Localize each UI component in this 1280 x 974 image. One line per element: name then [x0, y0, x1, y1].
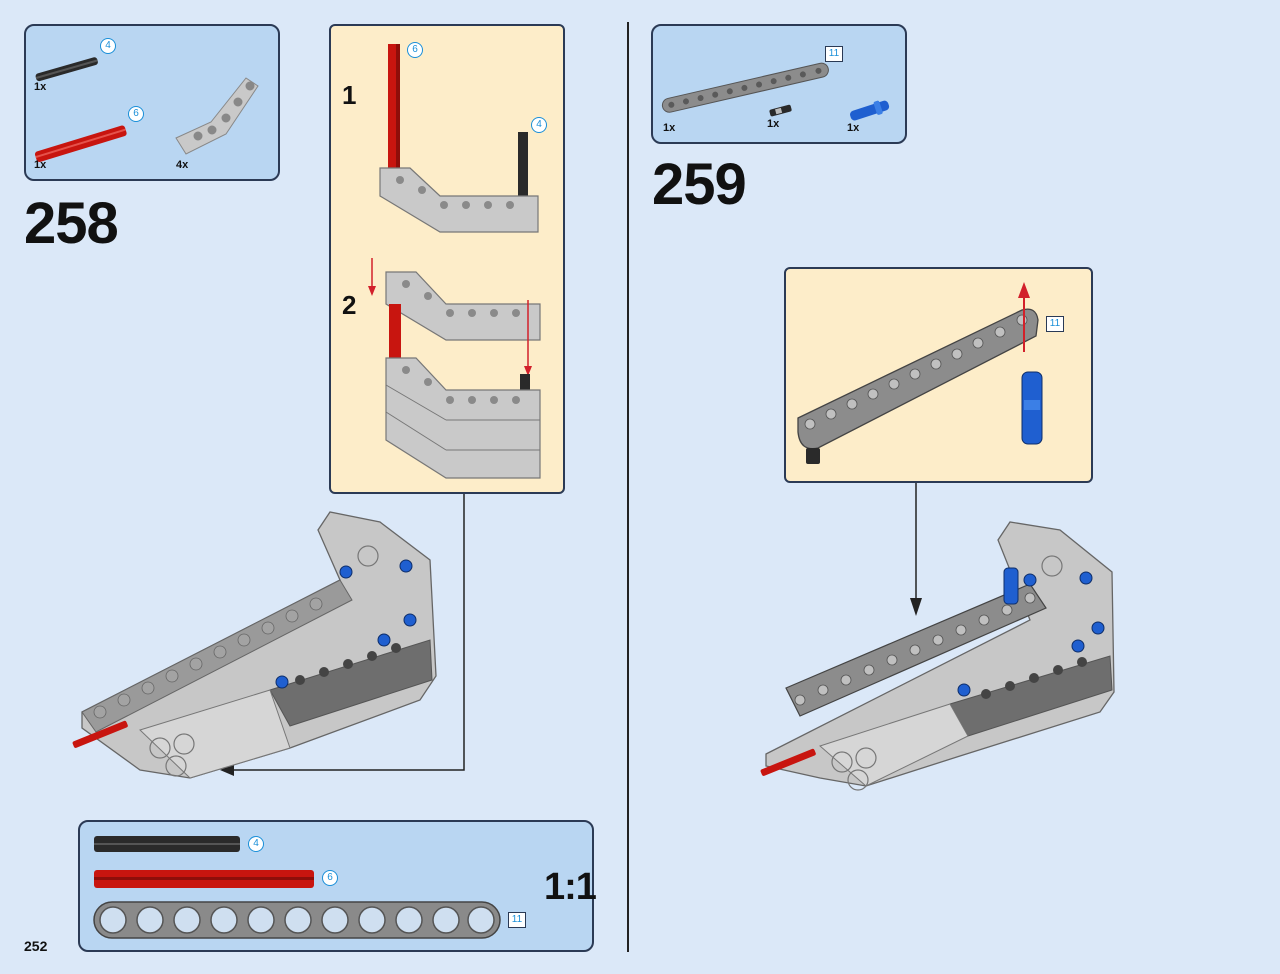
step-number: 259: [652, 152, 747, 217]
length-callout: 4: [100, 38, 116, 54]
part-qty: 1x: [663, 122, 676, 134]
part-qty: 1x: [767, 118, 780, 130]
step-258-parts-list: 4 6 1x 1x 4x: [24, 24, 280, 181]
part-qty: 1x: [34, 81, 47, 93]
length-callout: 6: [322, 870, 338, 886]
length-callout: 6: [128, 106, 144, 122]
ruler-parts: [93, 836, 501, 939]
length-callout: 11: [825, 46, 843, 62]
part-qty: 1x: [34, 159, 47, 171]
column-divider: [627, 22, 629, 952]
sub-assembly-callout: [784, 267, 1093, 483]
step-259-parts: [661, 62, 890, 121]
scale-label: 1:1: [544, 866, 597, 908]
page-number: 252: [24, 938, 48, 954]
substep-number: 1: [342, 80, 357, 110]
black-axle-part: [34, 57, 259, 163]
part-qty: 4x: [176, 159, 189, 171]
length-callout: 4: [531, 117, 547, 133]
scale-ruler-panel: 4 6 11 1:1: [78, 820, 597, 952]
length-callout: 4: [248, 836, 264, 852]
part-qty: 1x: [847, 122, 860, 134]
length-callout: 11: [508, 912, 526, 928]
step-259-parts-list: 11 1x 1x 1x: [651, 24, 907, 144]
step-number: 258: [24, 191, 119, 256]
angled-beam-part: [175, 77, 259, 155]
substep-number: 2: [342, 290, 357, 320]
length-callout: 6: [407, 42, 423, 58]
length-callout: 11: [1046, 316, 1064, 332]
sub-assembly-callout: [329, 24, 565, 494]
